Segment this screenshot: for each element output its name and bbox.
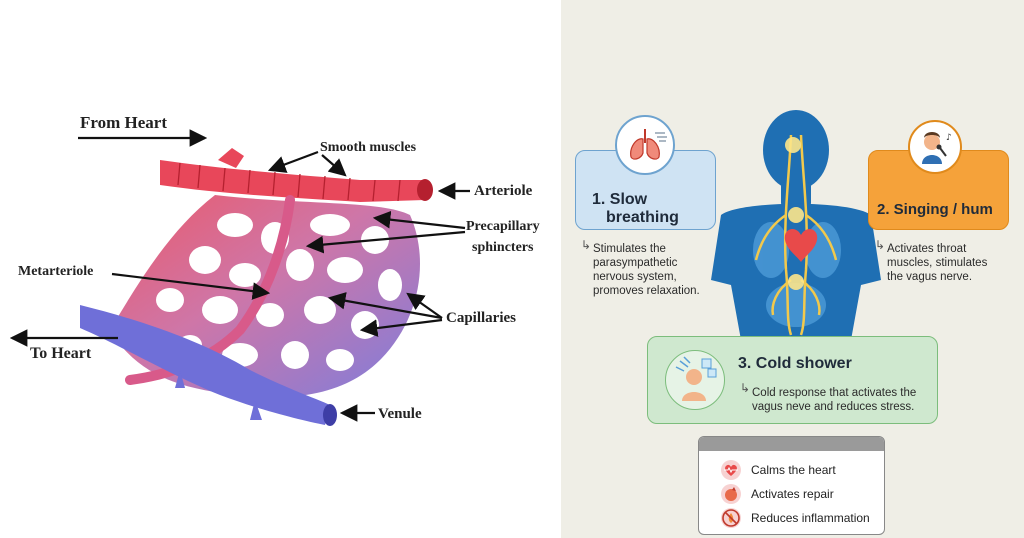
benefits-box: Calms the heart Activates repair Reduces… bbox=[698, 436, 885, 535]
smooth-muscle-bands bbox=[177, 162, 401, 202]
capillaries-label: Capillaries bbox=[446, 310, 516, 326]
shower-person-icon bbox=[665, 350, 725, 410]
capillary-bed-diagram: From Heart Smooth muscles Arteriole Prec… bbox=[9, 113, 540, 426]
slow-breathing-description: Stimulates the parasympathetic nervous s… bbox=[593, 243, 700, 297]
slow-breathing-title-line2: breathing bbox=[606, 209, 679, 226]
smooth-muscles-label: Smooth muscles bbox=[320, 140, 417, 155]
metarteriole-label: Metarteriole bbox=[18, 264, 94, 279]
singing-title: 2. Singing / hum bbox=[877, 201, 993, 218]
capillary-bed-illustration bbox=[9, 129, 470, 426]
slow-breathing-title: 1. Slow bbox=[592, 191, 648, 208]
benefit-activates-repair: Activates repair bbox=[721, 483, 834, 505]
vagus-nerve-infographic: 1. Slow breathing ↳ Stimulates the paras… bbox=[561, 0, 1024, 538]
arteriole-vessel bbox=[160, 160, 425, 202]
no-fire-icon bbox=[721, 508, 741, 528]
vagus-nerve bbox=[754, 134, 838, 336]
human-body-figure bbox=[711, 110, 881, 340]
cold-shower-title: 3. Cold shower bbox=[738, 355, 852, 372]
precapillary-label: Precapillary bbox=[466, 219, 540, 234]
benefits-header-bar bbox=[699, 437, 884, 451]
label-arrows bbox=[9, 129, 470, 422]
benefit-calms-heart: Calms the heart bbox=[721, 459, 836, 481]
singing-card: 2. Singing / hum bbox=[868, 150, 1009, 230]
sphincters-label: sphincters bbox=[472, 240, 534, 255]
arteriole-label: Arteriole bbox=[474, 183, 533, 199]
singing-person-icon: ♪ bbox=[908, 120, 962, 174]
venule-vessel bbox=[80, 305, 330, 425]
repair-icon bbox=[721, 484, 741, 504]
heart-pulse-icon bbox=[721, 460, 741, 480]
singing-description: Activates throat muscles, stimulates the… bbox=[887, 243, 988, 283]
benefit-reduces-inflammation: Reduces inflammation bbox=[721, 507, 870, 529]
to-heart-label: To Heart bbox=[30, 345, 92, 362]
from-heart-label: From Heart bbox=[80, 113, 168, 132]
cold-shower-hook-icon: ↳ bbox=[740, 381, 751, 395]
venule-label: Venule bbox=[378, 406, 422, 422]
singing-hook-icon: ↳ bbox=[875, 238, 886, 252]
lungs-icon bbox=[615, 115, 675, 175]
slow-breathing-hook-icon: ↳ bbox=[581, 238, 592, 252]
heart-organ bbox=[784, 228, 818, 262]
metarteriole-vessel bbox=[125, 195, 295, 385]
capillary-loops bbox=[156, 213, 402, 371]
cold-shower-description: Cold response that activates the vagus n… bbox=[752, 387, 917, 413]
svg-text:♪: ♪ bbox=[946, 133, 952, 143]
